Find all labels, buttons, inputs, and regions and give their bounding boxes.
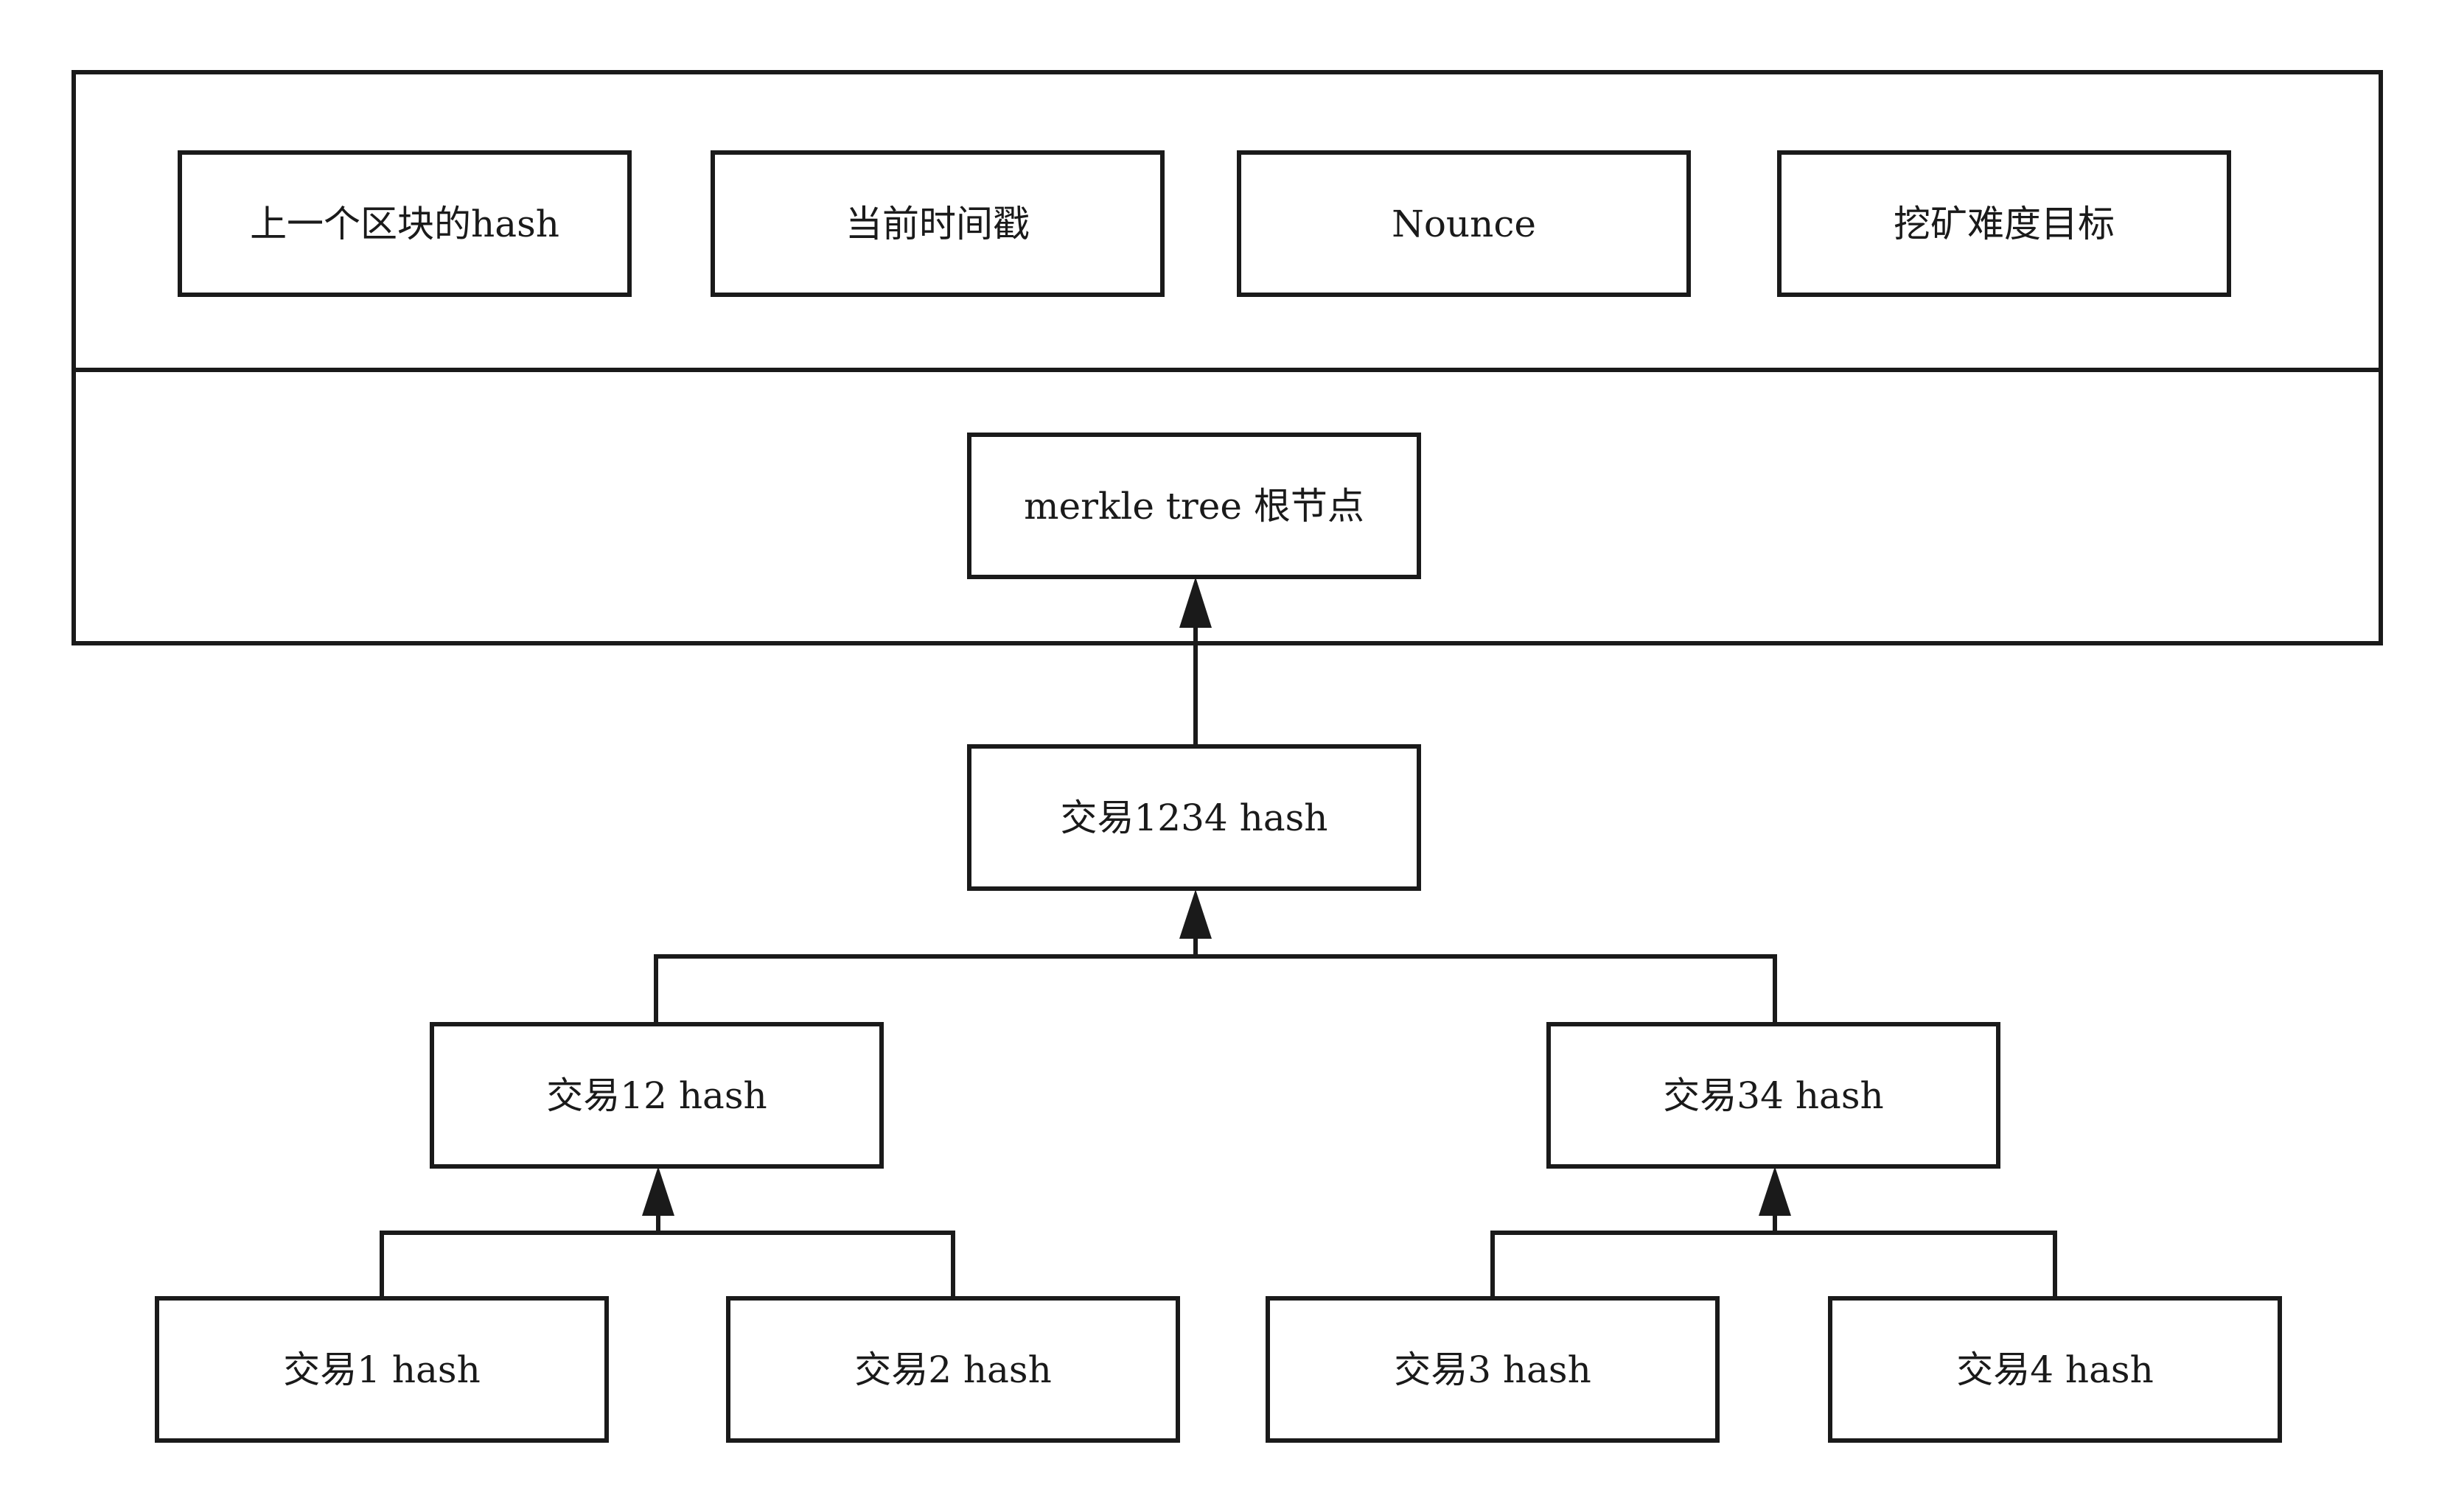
connector-leaves-1-2-bracket [380, 1231, 955, 1298]
node-tx-1234-hash-label: 交易1234 hash [1060, 797, 1327, 839]
node-tx-1234-hash: 交易1234 hash [967, 744, 1421, 891]
leaf-tx-2-hash-label: 交易2 hash [854, 1348, 1052, 1391]
leaf-tx-4-hash-label: 交易4 hash [1956, 1348, 2154, 1391]
arrowhead-12 [642, 1166, 674, 1216]
node-tx-34-hash-label: 交易34 hash [1663, 1074, 1883, 1117]
merkle-root-label: merkle tree 根节点 [1024, 485, 1364, 528]
field-nonce-label: Nounce [1392, 203, 1536, 245]
field-prev-block-hash: 上一个区块的hash [178, 150, 632, 297]
connector-12-34-bracket [654, 954, 1777, 1024]
arrowhead-root [1179, 577, 1212, 628]
block-header-frame [71, 70, 2383, 645]
arrowhead-34 [1759, 1166, 1791, 1216]
field-difficulty-target: 挖矿难度目标 [1777, 150, 2231, 297]
node-tx-12-hash-label: 交易12 hash [546, 1074, 767, 1117]
field-timestamp-label: 当前时间戳 [845, 203, 1030, 245]
field-nonce: Nounce [1237, 150, 1691, 297]
node-tx-34-hash: 交易34 hash [1546, 1022, 2000, 1169]
connector-leaves-3-4-bracket [1490, 1231, 2057, 1298]
leaf-tx-1-hash-label: 交易1 hash [283, 1348, 481, 1391]
merkle-root-node: merkle tree 根节点 [967, 433, 1421, 579]
field-prev-block-hash-label: 上一个区块的hash [250, 203, 559, 245]
leaf-tx-4-hash: 交易4 hash [1828, 1296, 2282, 1443]
leaf-tx-3-hash: 交易3 hash [1266, 1296, 1720, 1443]
node-tx-12-hash: 交易12 hash [430, 1022, 884, 1169]
leaf-tx-1-hash: 交易1 hash [155, 1296, 609, 1443]
leaf-tx-3-hash-label: 交易3 hash [1394, 1348, 1591, 1391]
field-difficulty-target-label: 挖矿难度目标 [1894, 203, 2115, 245]
leaf-tx-2-hash: 交易2 hash [726, 1296, 1180, 1443]
block-header: 上一个区块的hash 当前时间戳 Nounce 挖矿难度目标 merkle tr… [71, 70, 2383, 645]
arrowhead-1234 [1179, 889, 1212, 939]
connectors [380, 577, 2057, 1298]
field-timestamp: 当前时间戳 [711, 150, 1165, 297]
